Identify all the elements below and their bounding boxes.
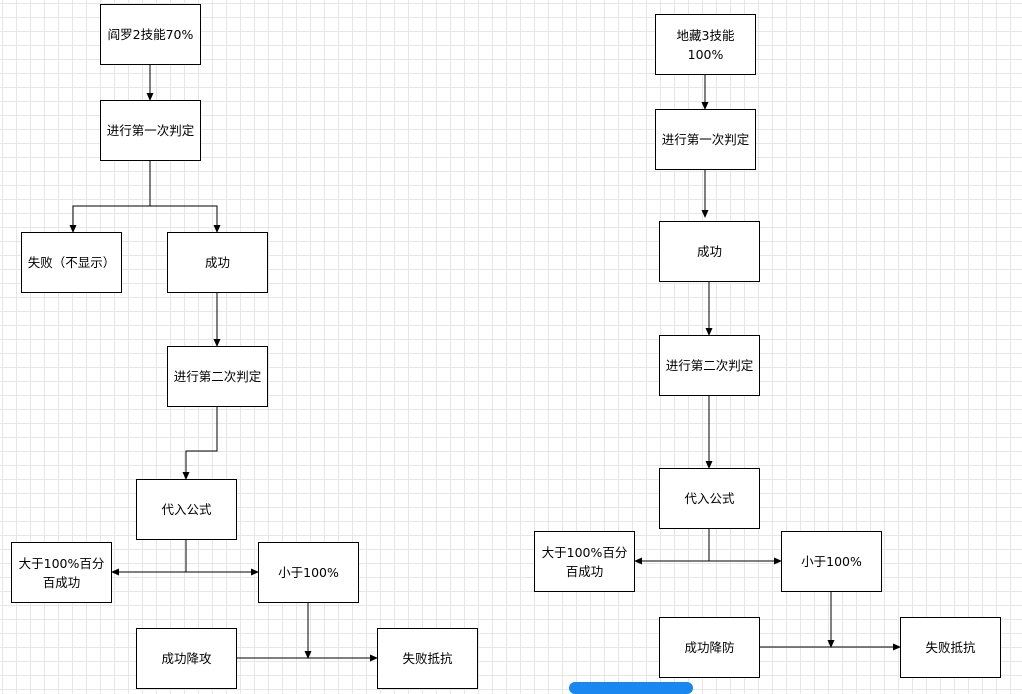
- right-start-label: 地藏3技能100%: [676, 27, 735, 62]
- right-resist-fail-node[interactable]: 失败抵抗: [900, 617, 1001, 678]
- left-second-check-label: 进行第二次判定: [173, 369, 262, 384]
- right-success-label: 成功: [696, 244, 722, 259]
- right-debuff-success-label: 成功降防: [684, 640, 735, 655]
- right-first-check-node[interactable]: 进行第一次判定: [655, 109, 756, 170]
- left-first-check-label: 进行第一次判定: [106, 123, 195, 138]
- horizontal-scrollbar-thumb[interactable]: [569, 682, 693, 694]
- right-first-check-label: 进行第一次判定: [661, 132, 750, 147]
- connector-left-branch-to-success: [150, 205, 221, 233]
- right-resist-fail-label: 失败抵抗: [925, 640, 976, 655]
- right-above-100-node[interactable]: 大于100%百分百成功: [534, 531, 635, 592]
- left-start-node[interactable]: 阎罗2技能70%: [100, 4, 201, 65]
- left-start-label: 阎罗2技能70%: [107, 27, 194, 42]
- left-below-100-node[interactable]: 小于100%: [258, 542, 359, 603]
- left-success-label: 成功: [204, 255, 230, 270]
- left-fail-hidden-node[interactable]: 失败（不显示）: [21, 232, 122, 293]
- right-start-node[interactable]: 地藏3技能100%: [655, 14, 756, 75]
- right-below-100-node[interactable]: 小于100%: [781, 531, 882, 592]
- right-formula-label: 代入公式: [684, 491, 735, 506]
- right-below-100-label: 小于100%: [801, 554, 862, 569]
- left-below-100-label: 小于100%: [278, 565, 339, 580]
- left-formula-label: 代入公式: [161, 502, 212, 517]
- right-debuff-success-node[interactable]: 成功降防: [659, 617, 760, 678]
- right-second-check-label: 进行第二次判定: [665, 358, 754, 373]
- left-formula-node[interactable]: 代入公式: [136, 479, 237, 540]
- left-fail-hidden-label: 失败（不显示）: [27, 255, 116, 270]
- right-above-100-label: 大于100%百分百成功: [541, 544, 628, 579]
- connector-left-branch-to-fail: [69, 205, 150, 233]
- left-resist-fail-label: 失败抵抗: [402, 651, 453, 666]
- left-debuff-success-node[interactable]: 成功降攻: [136, 628, 237, 689]
- right-success-node[interactable]: 成功: [659, 221, 760, 282]
- left-second-check-node[interactable]: 进行第二次判定: [167, 346, 268, 407]
- connector-left-second-check-to-formula: [182, 407, 218, 480]
- right-formula-node[interactable]: 代入公式: [659, 468, 760, 529]
- left-first-check-node[interactable]: 进行第一次判定: [100, 100, 201, 161]
- right-second-check-node[interactable]: 进行第二次判定: [659, 335, 760, 396]
- left-above-100-label: 大于100%百分百成功: [18, 555, 105, 590]
- left-debuff-success-label: 成功降攻: [161, 651, 212, 666]
- left-resist-fail-node[interactable]: 失败抵抗: [377, 628, 478, 689]
- left-success-node[interactable]: 成功: [167, 232, 268, 293]
- left-above-100-node[interactable]: 大于100%百分百成功: [11, 542, 112, 603]
